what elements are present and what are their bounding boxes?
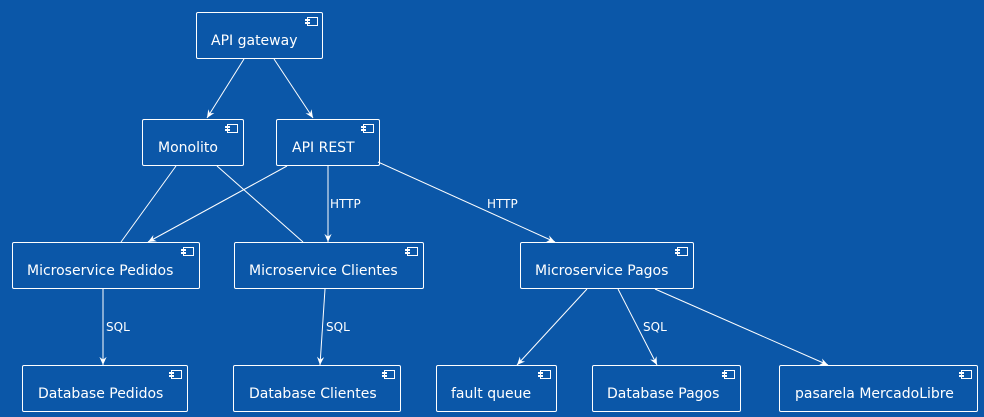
edge-monolito-clientes [216,165,304,243]
node-label: pasarela MercadoLibre [795,386,954,402]
component-icon [675,247,688,256]
component-icon [361,124,374,133]
node-microservice-pedidos[interactable]: Microservice Pedidos [12,242,200,289]
node-label: Database Pagos [607,386,720,402]
node-label: Database Clientes [249,386,377,402]
component-icon [722,370,735,379]
edge-pagos-db [617,288,658,366]
component-icon [305,17,318,26]
edge-label-sql-pagos: SQL [643,320,667,334]
edge-label-http-clientes: HTTP [330,197,361,211]
node-label: Monolito [158,140,218,156]
component-icon [225,124,238,133]
node-api-gateway[interactable]: API gateway [196,12,323,59]
node-microservice-clientes[interactable]: Microservice Clientes [234,242,424,289]
component-icon [959,370,972,379]
edge-label-http-pagos: HTTP [487,197,518,211]
edge-pagos-pasarela [654,288,829,366]
node-monolito[interactable]: Monolito [142,119,244,166]
edge-api-rest-pedidos [147,165,288,243]
node-api-rest[interactable]: API REST [276,119,380,166]
node-database-pagos[interactable]: Database Pagos [592,365,741,412]
edge-pagos-fault-queue [516,288,588,366]
component-icon [181,247,194,256]
edge-label-sql-clientes: SQL [326,320,350,334]
node-microservice-pagos[interactable]: Microservice Pagos [520,242,694,289]
edge-label-sql-pedidos: SQL [106,320,130,334]
component-icon [169,370,182,379]
edge-monolito-pedidos [120,165,177,243]
component-icon [538,370,551,379]
node-label: Microservice Pedidos [27,263,174,279]
edge-gateway-api-rest [273,58,314,119]
node-label: fault queue [451,386,532,402]
node-label: Microservice Clientes [249,263,398,279]
node-label: Database Pedidos [38,386,164,402]
component-icon [405,247,418,256]
edge-api-rest-pagos [377,161,556,243]
node-label: API gateway [211,33,298,49]
node-fault-queue[interactable]: fault queue [436,365,557,412]
component-icon [382,370,395,379]
edge-clientes-db [316,288,326,366]
node-label: API REST [292,140,355,156]
node-pasarela-mercadolibre[interactable]: pasarela MercadoLibre [779,365,978,412]
node-database-pedidos[interactable]: Database Pedidos [22,365,188,412]
node-database-clientes[interactable]: Database Clientes [233,365,401,412]
node-label: Microservice Pagos [535,263,669,279]
edge-gateway-monolito [206,58,245,119]
